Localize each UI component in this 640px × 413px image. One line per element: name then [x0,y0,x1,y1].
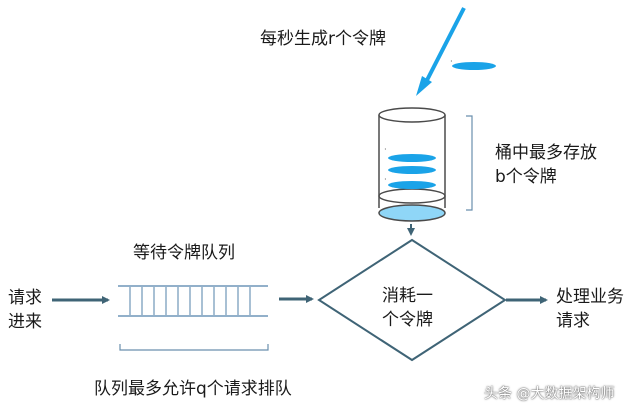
token-rate-label: 每秒生成r个令牌 [260,29,386,49]
queue-title: 等待令牌队列 [133,243,235,263]
request-in-label-line2: 进来 [8,312,42,332]
brace-icon [466,115,473,211]
request-in-label-line1: 请求 [8,288,42,308]
brace-icon [119,344,269,351]
svg-text:·: · [384,145,387,154]
arrow-icon [416,76,432,96]
bucket-icon: · · [378,107,446,222]
token-dot: · [450,57,453,66]
token-incoming-arrow [422,7,466,87]
process-label-line1: 处理业务 [556,287,624,307]
token-icon [388,154,436,162]
token-icon [388,166,436,174]
consume-label-line2: 个令牌 [382,310,433,330]
queue-limit-label: 队列最多允许q个请求排队 [94,379,292,399]
token-icon [388,181,436,189]
bucket-capacity-label-line1: 桶中最多存放 [495,143,597,163]
token-icon [452,62,496,70]
bucket-capacity-label-line2: b个令牌 [495,167,557,187]
queue-icon [118,285,268,317]
svg-text:·: · [384,175,387,184]
consume-label-line1: 消耗一 [382,286,433,306]
watermark: 头条 @大数据架构师 [484,386,615,402]
diamond-decision-icon [317,238,507,362]
process-label-line2: 请求 [556,311,590,331]
